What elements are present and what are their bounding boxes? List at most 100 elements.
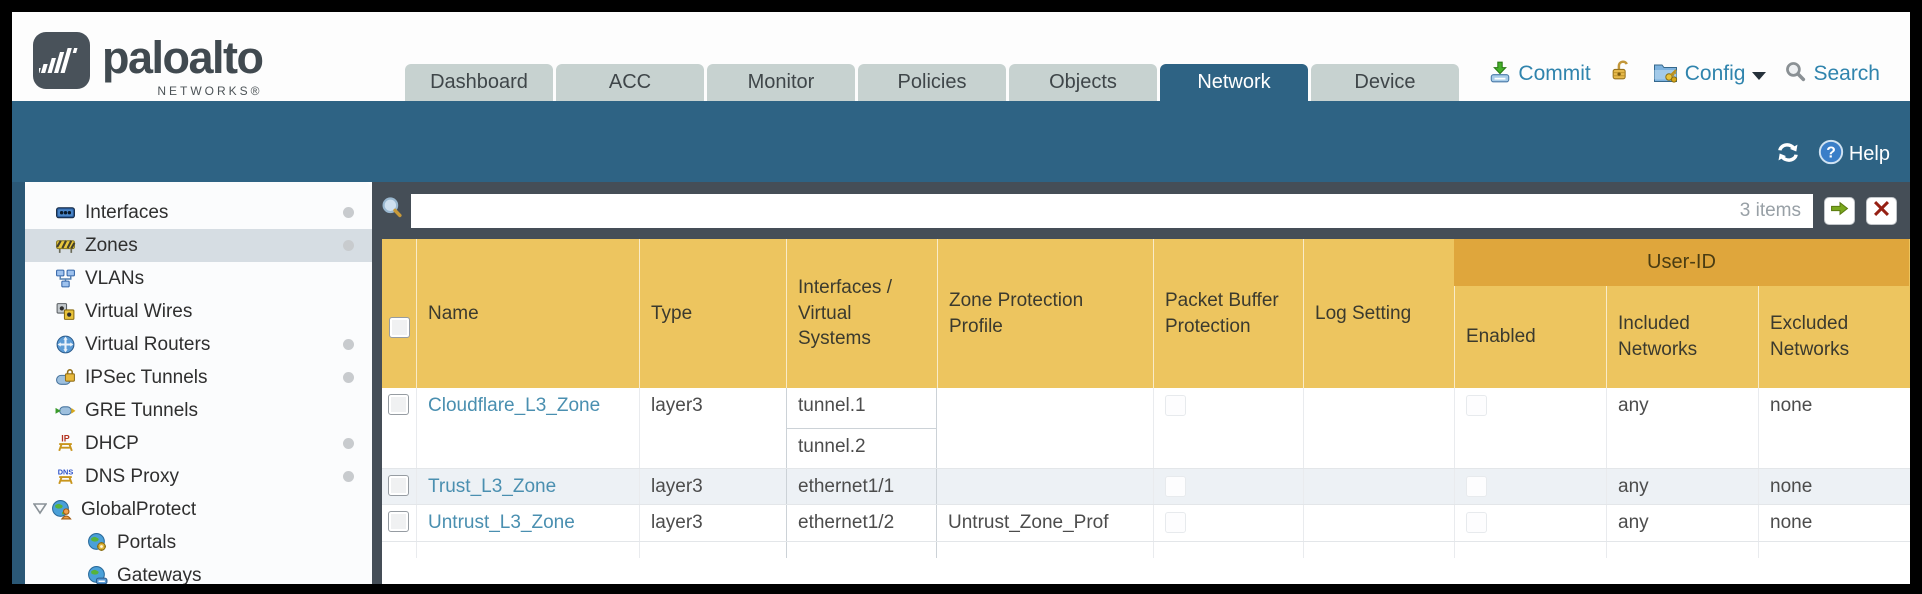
zone-name-cell: Cloudflare_L3_Zone [416,388,639,468]
clear-filter-x-icon [1874,200,1889,221]
sidebar-item-label: Interfaces [85,201,169,223]
packet-buffer-checkbox[interactable] [1165,512,1186,533]
band-utilities: ? Help [1758,139,1890,170]
palo-alto-logo-icon [33,32,90,89]
sidebar-item-virtual-routers[interactable]: Virtual Routers [25,328,372,361]
config-icon [1652,60,1679,89]
virtual-wires-icon [55,301,76,322]
packet-buffer-checkbox[interactable] [1165,476,1186,497]
gateways-icon [87,565,108,584]
sidebar-item-zones[interactable]: Zones [25,229,372,262]
packet-buffer-checkbox[interactable] [1165,395,1186,416]
filter-input[interactable] [411,193,1813,228]
tab-dashboard[interactable]: Dashboard [405,64,553,101]
zone-name-link[interactable]: Trust_L3_Zone [428,476,557,497]
tab-device[interactable]: Device [1311,64,1459,101]
chevron-down-icon [1752,71,1767,80]
log-setting-cell [1303,469,1454,504]
commit-button[interactable]: Commit [1488,60,1591,89]
paloalto-logo[interactable]: paloalto NETWORKS® [33,32,264,98]
user-id-enabled-checkbox[interactable] [1466,395,1487,416]
user-id-enabled-checkbox[interactable] [1466,476,1487,497]
tab-objects[interactable]: Objects [1009,64,1157,101]
sidebar-item-label: GlobalProtect [81,498,197,520]
virtual-routers-icon [55,334,76,355]
apply-filter-arrow-icon [1830,201,1849,221]
zone-protection-profile-cell [937,388,1153,468]
svg-text:DNS: DNS [58,467,74,476]
sidebar-item-vlans[interactable]: VLANs [25,262,372,295]
column-header-included-networks[interactable]: Included Networks [1606,239,1758,388]
sidebar-item-gateways[interactable]: Gateways [25,559,372,584]
row-checkbox[interactable] [388,475,409,496]
svg-text:?: ? [1826,145,1836,162]
table-row-ghost [382,542,1910,558]
gre-tunnels-icon [55,400,76,421]
sidebar-item-interfaces[interactable]: Interfaces [25,196,372,229]
sidebar-item-ipsec-tunnels[interactable]: IPSec Tunnels [25,361,372,394]
logo-brand: paloalto [102,32,264,83]
column-header-zone-protection-profile[interactable]: Zone Protection Profile [937,239,1153,388]
config-label: Config [1684,62,1746,85]
table-header: Name Type Interfaces / Virtual Systems Z… [382,239,1910,388]
clear-filter-button[interactable] [1866,196,1897,225]
tab-acc[interactable]: ACC [556,64,704,101]
status-dot [343,372,354,383]
left-edge-strip [12,182,25,584]
sidebar-item-label: Virtual Wires [85,300,193,322]
refresh-button[interactable] [1774,141,1802,169]
column-header-interfaces[interactable]: Interfaces / Virtual Systems [786,239,937,388]
apply-filter-button[interactable] [1824,196,1855,225]
status-dot [343,240,354,251]
select-all-checkbox[interactable] [388,317,410,338]
column-header-enabled[interactable]: Enabled [1454,239,1606,388]
lock-button[interactable] [1609,59,1634,89]
status-dot [343,438,354,449]
packet-buffer-protection-cell [1153,469,1303,504]
interfaces-icon [55,202,76,223]
row-checkbox[interactable] [388,394,409,415]
column-header-excluded-networks[interactable]: Excluded Networks [1758,239,1909,388]
interface-entry: tunnel.2 [787,428,936,468]
sidebar-item-virtual-wires[interactable]: Virtual Wires [25,295,372,328]
user-id-column-group: User-ID Enabled Included Networks Exclud… [1454,239,1909,388]
tab-network[interactable]: Network [1160,64,1308,101]
sidebar-item-gre-tunnels[interactable]: GRE Tunnels [25,394,372,427]
status-dot [343,339,354,350]
user-id-enabled-checkbox[interactable] [1466,512,1487,533]
row-select-cell [382,388,416,468]
column-header-log-setting[interactable]: Log Setting [1303,239,1454,388]
sidebar-item-dns-proxy[interactable]: DNS DNS Proxy [25,460,372,493]
zone-name-link[interactable]: Untrust_L3_Zone [428,512,575,533]
excluded-networks-cell: none [1758,469,1909,504]
expander-triangle-icon[interactable] [32,499,48,521]
sidebar-item-label: GRE Tunnels [85,399,198,421]
status-dot [343,471,354,482]
interfaces-cell: ethernet1/1 [786,469,937,504]
search-button[interactable]: Search [1784,60,1880,88]
zone-name-cell: Untrust_L3_Zone [416,505,639,541]
tab-policies[interactable]: Policies [858,64,1006,101]
dhcp-icon: IP [55,433,76,454]
packet-buffer-protection-cell [1153,388,1303,468]
help-button[interactable]: ? Help [1818,139,1890,170]
column-header-packet-buffer-protection[interactable]: Packet Buffer Protection [1153,239,1303,388]
row-select-cell [382,469,416,504]
tab-monitor[interactable]: Monitor [707,64,855,101]
top-bar: paloalto NETWORKS® Dashboard ACC Monitor… [12,12,1910,101]
sidebar-item-globalprotect[interactable]: GlobalProtect [25,493,372,526]
portals-icon [87,532,108,553]
interfaces-cell: tunnel.1 tunnel.2 [786,388,937,468]
zone-name-link[interactable]: Cloudflare_L3_Zone [428,395,601,416]
table-row: Trust_L3_Zone layer3 ethernet1/1 any non… [382,469,1910,505]
config-menu-button[interactable]: Config [1652,60,1767,89]
row-checkbox[interactable] [388,511,409,532]
column-header-name[interactable]: Name [416,239,639,388]
sidebar-item-portals[interactable]: Portals [25,526,372,559]
included-networks-cell: any [1606,469,1758,504]
sidebar-item-dhcp[interactable]: IP DHCP [25,427,372,460]
zone-protection-profile-cell [937,469,1153,504]
search-label: Search [1813,62,1880,85]
globalprotect-icon [51,499,72,520]
column-header-type[interactable]: Type [639,239,786,388]
